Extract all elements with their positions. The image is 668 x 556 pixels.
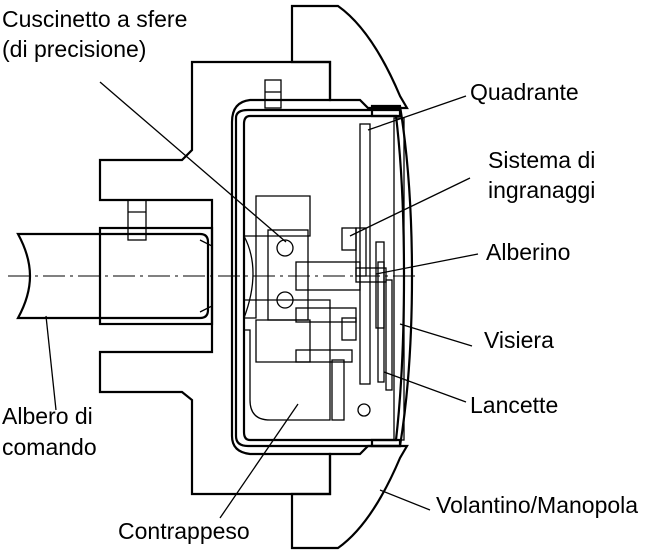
visor <box>370 104 414 448</box>
label-ball-bearing-line2: (di precisione) <box>2 36 146 62</box>
leader-visor <box>399 323 473 347</box>
gear-upper <box>341 227 357 251</box>
leader-hands <box>383 371 467 403</box>
label-drive-shaft-line2: comando <box>2 434 97 460</box>
housing-cup <box>234 108 402 448</box>
leader-gear-system <box>349 177 471 237</box>
label-dial: Quadrante <box>470 79 579 105</box>
label-spindle: Alberino <box>486 239 570 265</box>
label-counterweight: Contrappeso <box>118 518 250 544</box>
label-gear-system-line1: Sistema di <box>488 147 595 173</box>
label-hands: Lancette <box>470 392 558 418</box>
bearing-housing <box>255 195 311 237</box>
dial-plate <box>359 123 371 385</box>
label-visor: Visiera <box>484 327 554 353</box>
label-drive-shaft-line1: Albero di <box>2 403 93 429</box>
hand-upper <box>377 261 385 383</box>
ball-bearing <box>267 229 309 321</box>
leader-dial <box>367 95 467 131</box>
counterweight <box>243 299 331 421</box>
leader-counterweight <box>219 403 299 519</box>
handwheel-lower-section <box>290 444 409 550</box>
leader-drive-shaft <box>45 315 57 411</box>
handwheel-upper-section <box>290 4 409 110</box>
leader-handwheel <box>379 489 431 511</box>
gear-lower <box>341 317 357 341</box>
top-set-screw <box>264 79 282 109</box>
label-gear-system-line2: ingranaggi <box>488 177 595 203</box>
bearing-ball-top <box>276 239 294 257</box>
hub-body <box>98 60 332 496</box>
leader-ball-bearing <box>99 81 287 243</box>
hand-lower <box>385 279 393 391</box>
drive-shaft <box>16 232 210 320</box>
leader-spindle <box>375 253 479 275</box>
label-ball-bearing-line1: Cuscinetto a sfere <box>2 6 187 32</box>
label-handwheel: Volantino/Manopola <box>436 492 638 518</box>
shaft-set-screw <box>127 199 147 241</box>
